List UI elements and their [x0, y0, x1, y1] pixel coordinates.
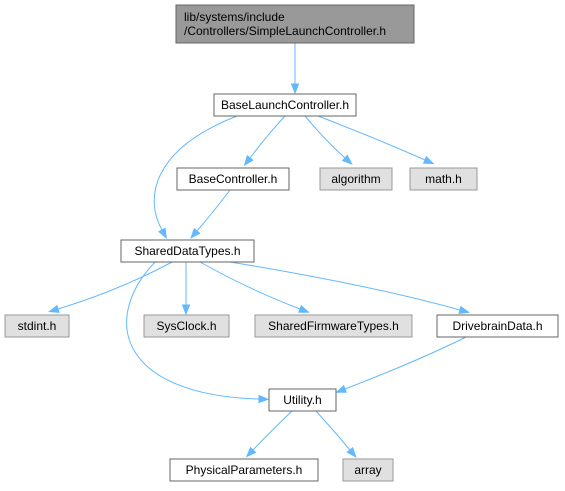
edge-line: [249, 115, 286, 159]
edge-line: [196, 189, 231, 232]
node-box: [409, 167, 478, 191]
node-label: algorithm: [331, 172, 380, 186]
nodes-layer: lib/systems/include/Controllers/SimpleLa…: [4, 4, 559, 482]
node-box: [436, 314, 559, 338]
node-label: /Controllers/SimpleLaunchController.h: [184, 24, 386, 38]
edge-line: [199, 261, 301, 310]
node-drivebrain[interactable]: DrivebrainData.h: [436, 314, 559, 338]
node-label: Utility.h: [283, 393, 321, 407]
arrow-head: [290, 83, 300, 95]
node-array: array: [342, 458, 394, 482]
arrow-head: [245, 446, 257, 458]
node-label: SharedFirmwareTypes.h: [268, 319, 399, 333]
edge-line: [229, 261, 461, 311]
node-box: [254, 314, 413, 338]
edge-root-to-base_launch: [290, 43, 300, 95]
node-label: array: [354, 463, 381, 477]
edge-shared_data-to-utility: [126, 261, 270, 404]
node-stdint: stdint.h: [4, 314, 70, 338]
edge-line: [317, 115, 426, 161]
edge-base_launch-to-base_controller: [243, 115, 286, 167]
edge-line: [126, 261, 260, 400]
node-box: [143, 314, 230, 338]
arrow-head: [298, 304, 310, 313]
arrow-head: [48, 304, 60, 313]
node-box: [176, 167, 290, 191]
edge-base_launch-to-algorithm: [304, 115, 353, 165]
edge-base_controller-to-shared_data: [190, 189, 231, 239]
node-label: BaseLaunchController.h: [221, 98, 349, 112]
node-box: [175, 4, 415, 44]
arrow-head: [190, 227, 201, 239]
arrow-head: [158, 227, 167, 240]
node-base-launch[interactable]: BaseLaunchController.h: [213, 93, 357, 117]
edge-line: [344, 336, 467, 390]
node-label: math.h: [425, 172, 462, 186]
node-box: [120, 239, 255, 263]
node-algorithm: algorithm: [319, 167, 393, 191]
edge-base_launch-to-shared_data: [153, 115, 238, 240]
edge-base_launch-to-math: [317, 115, 435, 165]
node-label: lib/systems/include: [184, 10, 285, 24]
arrow-head: [181, 304, 191, 316]
node-box: [213, 93, 357, 117]
edge-shared_data-to-sysclock: [181, 262, 191, 316]
node-label: PhysicalParameters.h: [186, 463, 303, 477]
edge-line: [153, 115, 238, 231]
arrow-head: [346, 446, 357, 458]
edge-line: [252, 410, 293, 451]
node-label: BaseController.h: [189, 172, 278, 186]
node-shared-data[interactable]: SharedDataTypes.h: [120, 239, 255, 263]
node-box: [4, 314, 70, 338]
arrow-head: [258, 394, 270, 404]
edge-shared_data-to-stdint: [48, 261, 173, 313]
edge-utility-to-physical: [245, 410, 293, 458]
edge-shared_data-to-drivebrain: [229, 261, 471, 314]
arrow-head: [458, 305, 471, 314]
edge-shared_data-to-shared_fw: [199, 261, 310, 313]
edge-line: [57, 261, 173, 310]
arrow-head: [422, 155, 435, 165]
node-label: DrivebrainData.h: [452, 319, 542, 333]
node-math: math.h: [409, 167, 478, 191]
node-label: SysClock.h: [156, 319, 216, 333]
node-sysclock: SysClock.h: [143, 314, 230, 338]
node-base-controller[interactable]: BaseController.h: [176, 167, 290, 191]
node-utility[interactable]: Utility.h: [268, 388, 337, 412]
edge-line: [304, 115, 346, 159]
edges-layer: [48, 43, 471, 458]
edge-line: [315, 410, 351, 451]
edge-drivebrain-to-utility: [335, 336, 467, 393]
node-box: [342, 458, 394, 482]
arrow-head: [341, 154, 353, 165]
node-shared-fw: SharedFirmwareTypes.h: [254, 314, 413, 338]
node-physical[interactable]: PhysicalParameters.h: [169, 458, 319, 482]
arrow-head: [335, 384, 348, 393]
node-box: [169, 458, 319, 482]
node-label: SharedDataTypes.h: [134, 244, 240, 258]
arrow-head: [243, 155, 254, 167]
node-box: [268, 388, 337, 412]
node-box: [319, 167, 393, 191]
edge-utility-to-array: [315, 410, 357, 458]
node-root[interactable]: lib/systems/include/Controllers/SimpleLa…: [175, 4, 415, 44]
node-label: stdint.h: [18, 319, 57, 333]
